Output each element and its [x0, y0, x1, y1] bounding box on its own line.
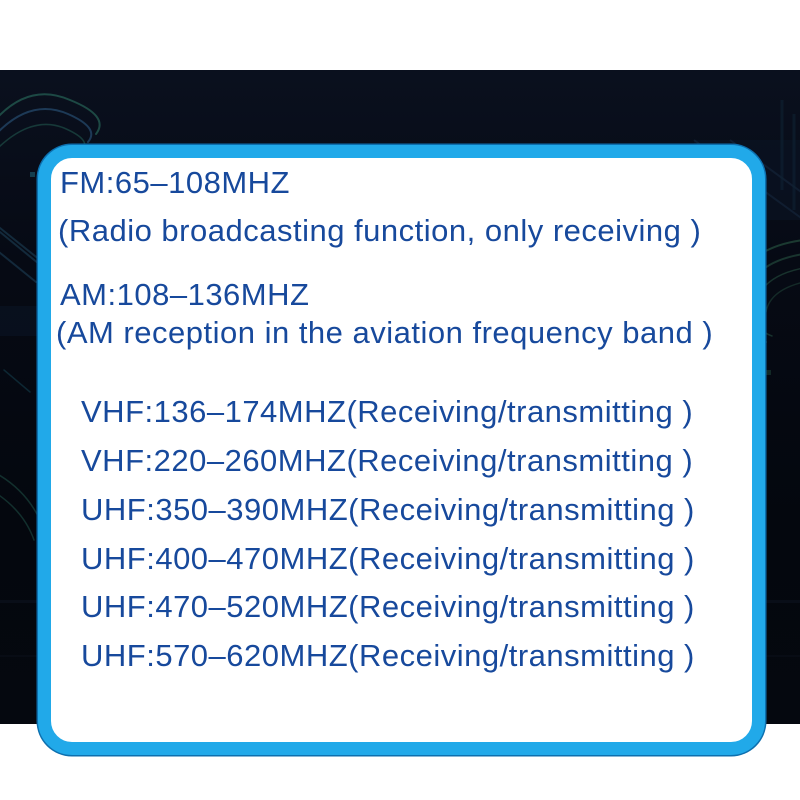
circuit-board-banner: FM:65–108MHZ (Radio broadcasting functio… — [0, 70, 800, 755]
band-row-vhf-136-174: VHF:136–174MHZ(Receiving/transmitting ) — [81, 394, 694, 429]
fm-description: (Radio broadcasting function, only recei… — [58, 213, 702, 248]
frequency-spec-card: FM:65–108MHZ (Radio broadcasting functio… — [38, 145, 765, 755]
band-row-vhf-220-260: VHF:220–260MHZ(Receiving/transmitting ) — [81, 443, 694, 478]
am-description: (AM reception in the aviation frequency … — [56, 315, 714, 350]
fm-frequency-title: FM:65–108MHZ — [60, 165, 290, 200]
band-row-uhf-570-620: UHF:570–620MHZ(Receiving/transmitting ) — [81, 638, 695, 673]
band-row-uhf-350-390: UHF:350–390MHZ(Receiving/transmitting ) — [81, 492, 695, 527]
band-row-uhf-400-470: UHF:400–470MHZ(Receiving/transmitting ) — [81, 541, 695, 576]
band-row-uhf-470-520: UHF:470–520MHZ(Receiving/transmitting ) — [81, 589, 695, 624]
am-frequency-title: AM:108–136MHZ — [60, 277, 310, 312]
